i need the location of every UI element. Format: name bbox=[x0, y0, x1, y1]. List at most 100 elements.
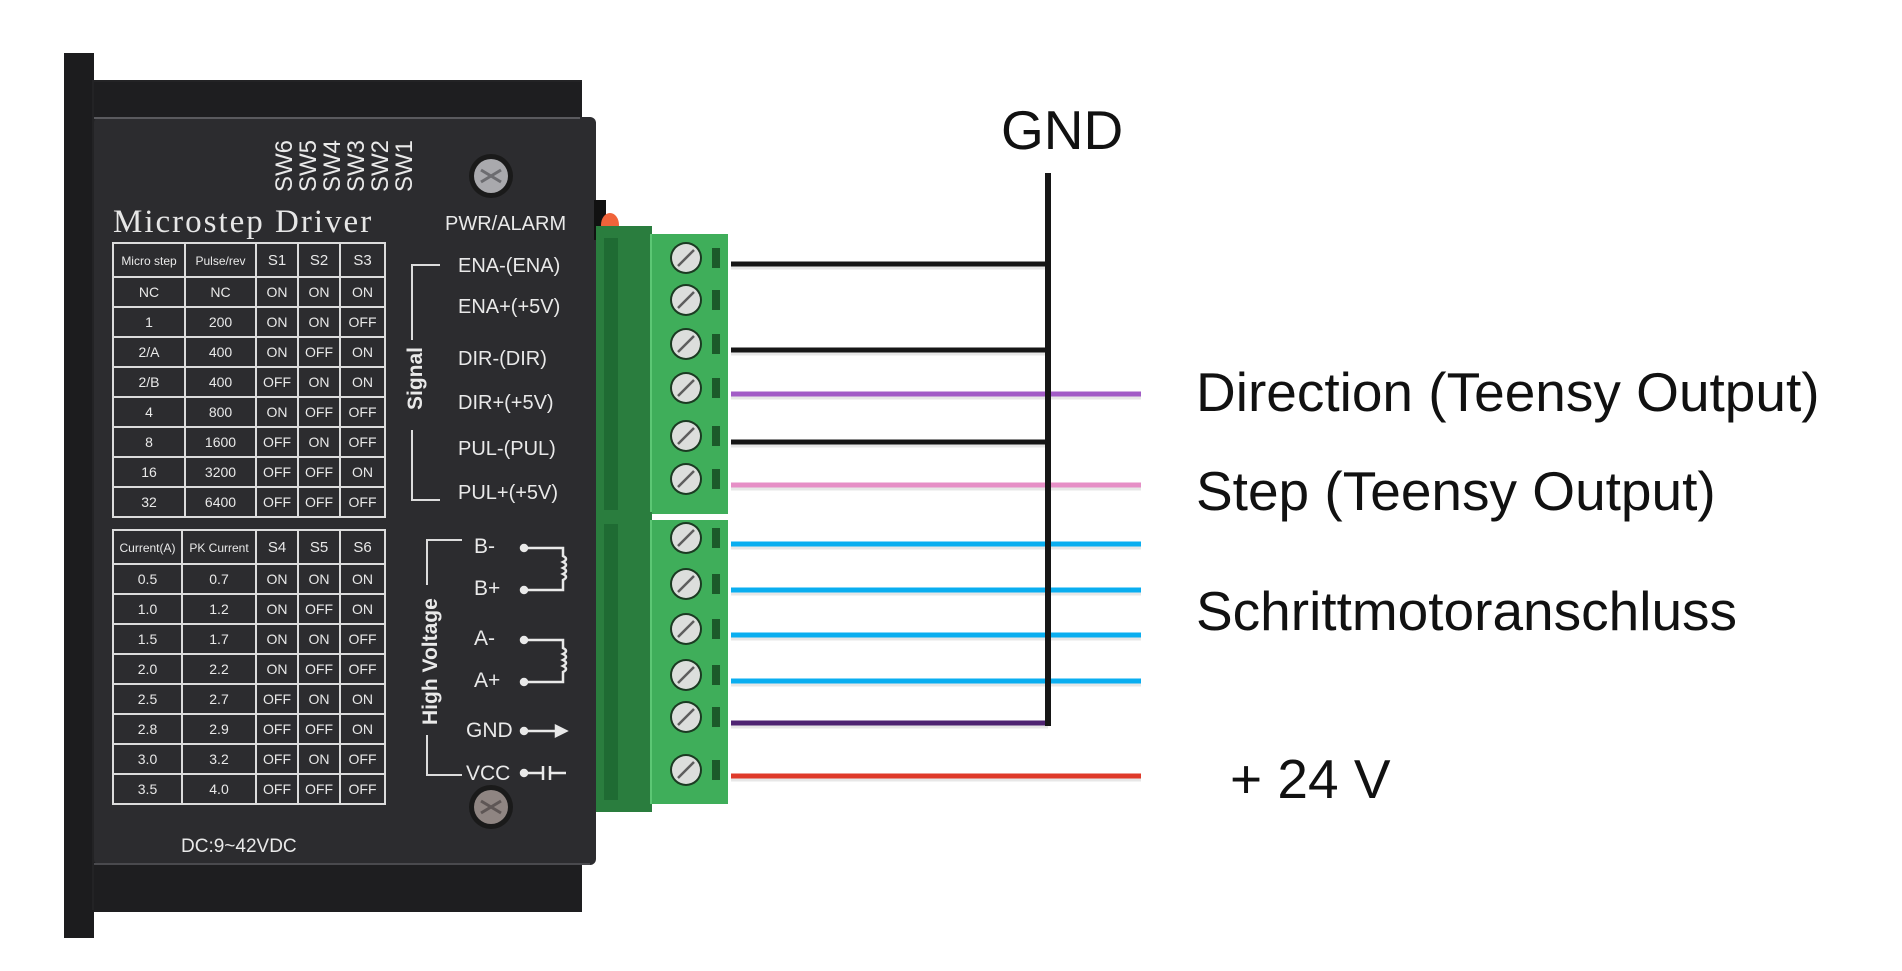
table-cell: OFF bbox=[305, 661, 333, 677]
table-cell: 400 bbox=[209, 374, 233, 390]
table-cell: OFF bbox=[305, 464, 333, 480]
table-cell: 16 bbox=[141, 464, 157, 480]
table-cell: OFF bbox=[263, 721, 291, 737]
table-cell: 2.8 bbox=[138, 721, 158, 737]
terminal-screw-icon[interactable] bbox=[670, 613, 702, 645]
table-header-cell: S1 bbox=[268, 252, 286, 269]
table-cell: ON bbox=[352, 571, 373, 587]
table-cell: OFF bbox=[305, 721, 333, 737]
table-cell: OFF bbox=[305, 781, 333, 797]
device-title: Microstep Driver bbox=[113, 204, 373, 240]
left-mount-flange bbox=[64, 53, 94, 938]
wire-entry-slot bbox=[712, 760, 720, 780]
wire-entry-slot bbox=[712, 619, 720, 639]
terminal-screw-icon[interactable] bbox=[670, 568, 702, 600]
table-cell: 3.2 bbox=[209, 751, 229, 767]
table-cell: ON bbox=[309, 284, 330, 300]
table-header-cell: S4 bbox=[268, 539, 286, 556]
table-cell: ON bbox=[267, 631, 288, 647]
table-border bbox=[112, 529, 386, 805]
table-cell: 32 bbox=[141, 494, 157, 510]
table-cell: ON bbox=[309, 314, 330, 330]
table-cell: 8 bbox=[145, 434, 153, 450]
table-cell: OFF bbox=[263, 691, 291, 707]
table-cell: 1.2 bbox=[209, 601, 229, 617]
switch-label: SW3 bbox=[343, 140, 370, 192]
terminal-label: A- bbox=[474, 627, 495, 650]
table-header-cell: PK Current bbox=[189, 541, 249, 555]
table-cell: ON bbox=[267, 284, 288, 300]
switch-label: SW1 bbox=[391, 140, 418, 192]
table-header-cell: Current(A) bbox=[119, 541, 175, 555]
terminal-screw-icon[interactable] bbox=[670, 242, 702, 274]
motor-annotation: Schrittmotoranschluss bbox=[1196, 580, 1737, 642]
terminal-screw-icon[interactable] bbox=[670, 754, 702, 786]
wires bbox=[731, 261, 1141, 782]
table-cell: OFF bbox=[349, 661, 377, 677]
table-cell: 2/B bbox=[138, 374, 159, 390]
terminal-label: PUL+(+5V) bbox=[458, 482, 558, 504]
table-cell: 0.7 bbox=[209, 571, 229, 587]
wire-entry-slot bbox=[712, 528, 720, 548]
table-cell: 2/A bbox=[138, 344, 160, 360]
terminal-label: VCC bbox=[466, 762, 510, 785]
led-label: PWR/ALARM bbox=[445, 213, 566, 235]
table-cell: OFF bbox=[263, 434, 291, 450]
table-header-cell: S5 bbox=[310, 539, 328, 556]
terminal-label: B- bbox=[474, 535, 495, 558]
terminal-screw-icon[interactable] bbox=[670, 701, 702, 733]
signal-group-label: Signal bbox=[404, 347, 427, 410]
terminal-label: PUL-(PUL) bbox=[458, 438, 556, 460]
terminal-screw-icon[interactable] bbox=[670, 659, 702, 691]
table-cell: 2.5 bbox=[138, 691, 158, 707]
table-cell: ON bbox=[309, 571, 330, 587]
vcc-annotation: + 24 V bbox=[1230, 748, 1391, 810]
table-cell: ON bbox=[267, 661, 288, 677]
table-header-cell: S2 bbox=[310, 252, 328, 269]
terminal-screw-icon[interactable] bbox=[670, 522, 702, 554]
switch-label: SW5 bbox=[295, 140, 322, 192]
table-cell: OFF bbox=[349, 494, 377, 510]
table-cell: ON bbox=[309, 374, 330, 390]
wire-entry-slot bbox=[712, 665, 720, 685]
table-cell: OFF bbox=[349, 314, 377, 330]
table-cell: OFF bbox=[305, 404, 333, 420]
table-cell: 2.0 bbox=[138, 661, 158, 677]
screw-bottom-icon bbox=[469, 785, 513, 829]
terminal-blocks bbox=[596, 226, 728, 812]
supply-voltage-label: DC:9~42VDC bbox=[181, 836, 297, 857]
table-cell: OFF bbox=[305, 494, 333, 510]
terminal-plug-groove bbox=[604, 524, 618, 800]
terminal-screw-icon[interactable] bbox=[670, 284, 702, 316]
table-cell: ON bbox=[352, 691, 373, 707]
wire-entry-slot bbox=[712, 426, 720, 446]
terminal-screw-icon[interactable] bbox=[670, 328, 702, 360]
switch-label: SW6 bbox=[271, 140, 298, 192]
table-header-cell: S3 bbox=[353, 252, 371, 269]
wire-entry-slot bbox=[712, 469, 720, 489]
table-header-cell: Pulse/rev bbox=[195, 254, 245, 268]
table-cell: OFF bbox=[263, 494, 291, 510]
table-cell: 0.5 bbox=[138, 571, 158, 587]
table-cell: ON bbox=[352, 464, 373, 480]
terminal-screw-icon[interactable] bbox=[670, 463, 702, 495]
terminal-screw-icon[interactable] bbox=[670, 372, 702, 404]
table-cell: OFF bbox=[349, 781, 377, 797]
table-cell: 3200 bbox=[205, 464, 236, 480]
wire-entry-slot bbox=[712, 248, 720, 268]
terminal-screw-icon[interactable] bbox=[670, 420, 702, 452]
